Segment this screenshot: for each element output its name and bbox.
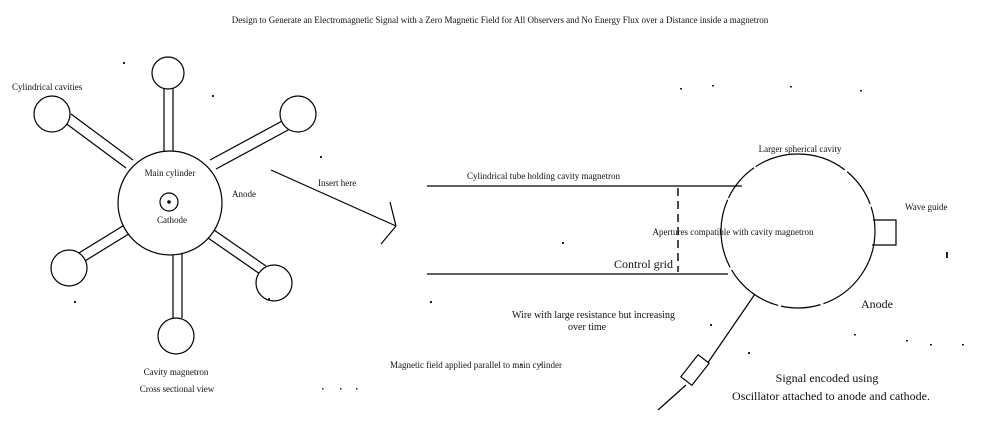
label-cylindrical-tube: Cylindrical tube holding cavity magnetro…	[467, 171, 620, 181]
label-signal-line-2: Oscillator attached to anode and cathode…	[732, 389, 930, 403]
spoke-lower-right	[207, 229, 267, 275]
scan-specks	[74, 62, 964, 390]
spoke-upper-right	[209, 119, 291, 170]
label-insert-here: Insert here	[318, 178, 356, 188]
label-wire-line-1: Wire with large resistance but increasin…	[512, 310, 675, 321]
cavity-upper-left	[33, 95, 71, 133]
resistor	[680, 353, 710, 387]
diagram-title: Design to Generate an Electromagnetic Si…	[232, 15, 769, 25]
wire-upper	[706, 293, 756, 365]
cross-section-view: Cylindrical cavities Main cylinder Catho…	[12, 56, 317, 394]
label-signal-line-1: Signal encoded using	[776, 371, 879, 385]
label-cavity-magnetron: Cavity magnetron	[144, 367, 209, 377]
spoke-bottom	[172, 248, 183, 318]
label-control-grid: Control grid	[614, 257, 673, 271]
label-cross-sectional-view: Cross sectional view	[140, 384, 215, 394]
cavity-top	[151, 56, 185, 90]
spoke-top	[163, 88, 174, 162]
label-apertures: Apertures compatible with cavity magnetr…	[653, 227, 814, 237]
label-magnetic-field: Magnetic field applied parallel to main …	[390, 360, 562, 370]
cavity-lower-right	[255, 264, 293, 302]
wave-guide	[872, 219, 897, 246]
label-main-cylinder: Main cylinder	[145, 168, 196, 178]
cavity-bottom	[157, 317, 195, 355]
label-anode-left: Anode	[232, 189, 256, 199]
cavity-upper-right	[279, 95, 317, 133]
cathode-dot	[167, 200, 171, 204]
spoke-upper-left	[63, 113, 134, 169]
label-cathode: Cathode	[157, 215, 187, 225]
cavity-lower-left	[50, 249, 88, 287]
insert-arrow	[270, 169, 397, 245]
spherical-cavity	[720, 153, 876, 309]
label-larger-spherical-cavity: Larger spherical cavity	[759, 144, 842, 154]
magnetron-assembly: Cylindrical tube holding cavity magnetro…	[390, 144, 948, 411]
label-cylindrical-cavities: Cylindrical cavities	[12, 82, 83, 92]
label-wave-guide: Wave guide	[905, 202, 948, 212]
label-anode-right: Anode	[861, 297, 893, 311]
wire-lower	[657, 384, 687, 411]
label-wire-line-2: over time	[568, 322, 607, 333]
spoke-lower-left	[73, 223, 133, 265]
